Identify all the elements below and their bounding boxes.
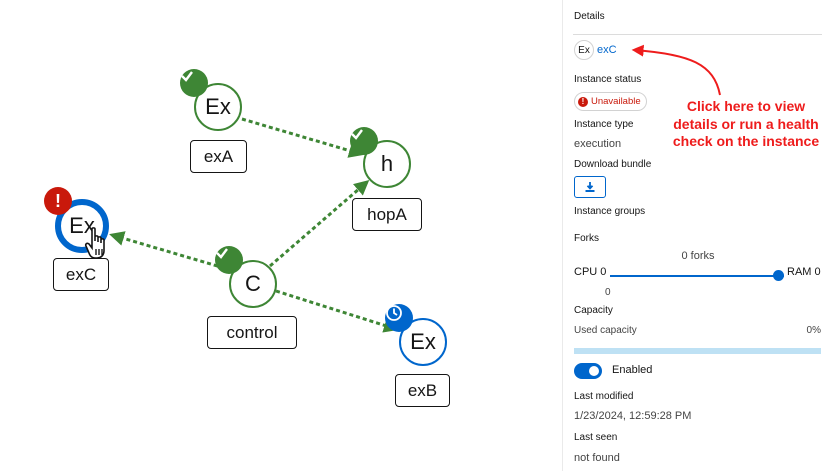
- node-hopA-icon: h: [380, 151, 394, 176]
- instance-status-heading: Instance status: [574, 74, 642, 85]
- capacity-progress-bar: [574, 348, 821, 354]
- node-exB-label[interactable]: exB: [395, 374, 450, 407]
- details-panel: Details Ex exC Instance status ! Unavail…: [562, 0, 840, 471]
- node-hopA-label[interactable]: hopA: [352, 198, 422, 231]
- node-exC-label[interactable]: exC: [53, 258, 109, 291]
- status-badge: ! Unavailable: [574, 92, 647, 111]
- exclamation-icon: !: [55, 190, 61, 211]
- ram-label: RAM 0: [787, 266, 821, 278]
- cpu-label: CPU 0: [574, 266, 607, 278]
- annotation-callout: Click here to view details or run a heal…: [672, 98, 820, 149]
- node-exA-label-text: exA: [203, 146, 234, 166]
- node-exA-healthy-badge: [180, 69, 208, 97]
- node-hopA-label-text: hopA: [367, 204, 407, 224]
- instance-type-value: execution: [574, 138, 622, 150]
- node-control-healthy-badge: [215, 246, 243, 274]
- last-modified-value: 1/23/2024, 12:59:28 PM: [574, 410, 692, 422]
- last-seen-heading: Last seen: [574, 432, 618, 443]
- exclamation-circle-icon: !: [578, 96, 588, 107]
- used-capacity-value: 0%: [806, 325, 821, 336]
- slider-track: [610, 275, 784, 277]
- details-divider: [573, 34, 822, 35]
- forks-value: 0 forks: [681, 250, 715, 262]
- slider-min-label: 0: [605, 287, 611, 298]
- node-exB-icon: Ex: [410, 329, 436, 354]
- details-title: Details: [574, 11, 605, 22]
- node-control-icon: C: [245, 271, 261, 296]
- node-hopA-healthy-badge: [350, 127, 378, 155]
- check-icon: [216, 248, 228, 259]
- link-control-hopA: [269, 180, 370, 268]
- topology-canvas[interactable]: Ex exA h hopA Ex ! exC C control Ex: [0, 0, 560, 471]
- used-capacity-label: Used capacity: [574, 325, 637, 336]
- node-exA-icon: Ex: [205, 94, 231, 119]
- node-exB-pending-badge: [385, 304, 413, 332]
- instance-name-link[interactable]: exC: [597, 44, 617, 56]
- instance-groups-heading: Instance groups: [574, 206, 646, 217]
- forks-slider[interactable]: [610, 270, 784, 282]
- link-control-exC: [109, 231, 232, 272]
- instance-type-chip: Ex: [574, 40, 594, 60]
- check-icon: [181, 71, 193, 82]
- download-bundle-button[interactable]: [574, 176, 606, 198]
- enabled-label: Enabled: [612, 364, 653, 376]
- hand-pointer-icon: [84, 227, 105, 259]
- node-control-label[interactable]: control: [207, 316, 297, 349]
- node-exC-error-badge: !: [44, 187, 72, 215]
- status-badge-text: Unavailable: [591, 96, 641, 107]
- capacity-heading: Capacity: [574, 305, 613, 316]
- forks-heading: Forks: [574, 233, 599, 244]
- instance-link[interactable]: Ex exC: [574, 40, 617, 60]
- last-seen-value: not found: [574, 452, 620, 464]
- toggle-knob: [589, 366, 599, 376]
- node-exC-label-text: exC: [65, 264, 97, 284]
- download-bundle-heading: Download bundle: [574, 159, 652, 170]
- node-exB-label-text: exB: [407, 380, 438, 400]
- link-exA-hopA: [241, 117, 364, 158]
- node-exA-label[interactable]: exA: [190, 140, 247, 173]
- node-control-label-text: control: [226, 322, 278, 342]
- check-icon: [351, 129, 363, 140]
- node-exC-icon: Ex: [69, 213, 95, 238]
- clock-icon: [386, 305, 402, 321]
- last-modified-heading: Last modified: [574, 391, 634, 402]
- topology-links: [109, 117, 399, 333]
- instance-type-heading: Instance type: [574, 119, 634, 130]
- download-icon: [585, 182, 595, 192]
- enabled-toggle[interactable]: [574, 363, 602, 379]
- slider-thumb[interactable]: [773, 270, 784, 281]
